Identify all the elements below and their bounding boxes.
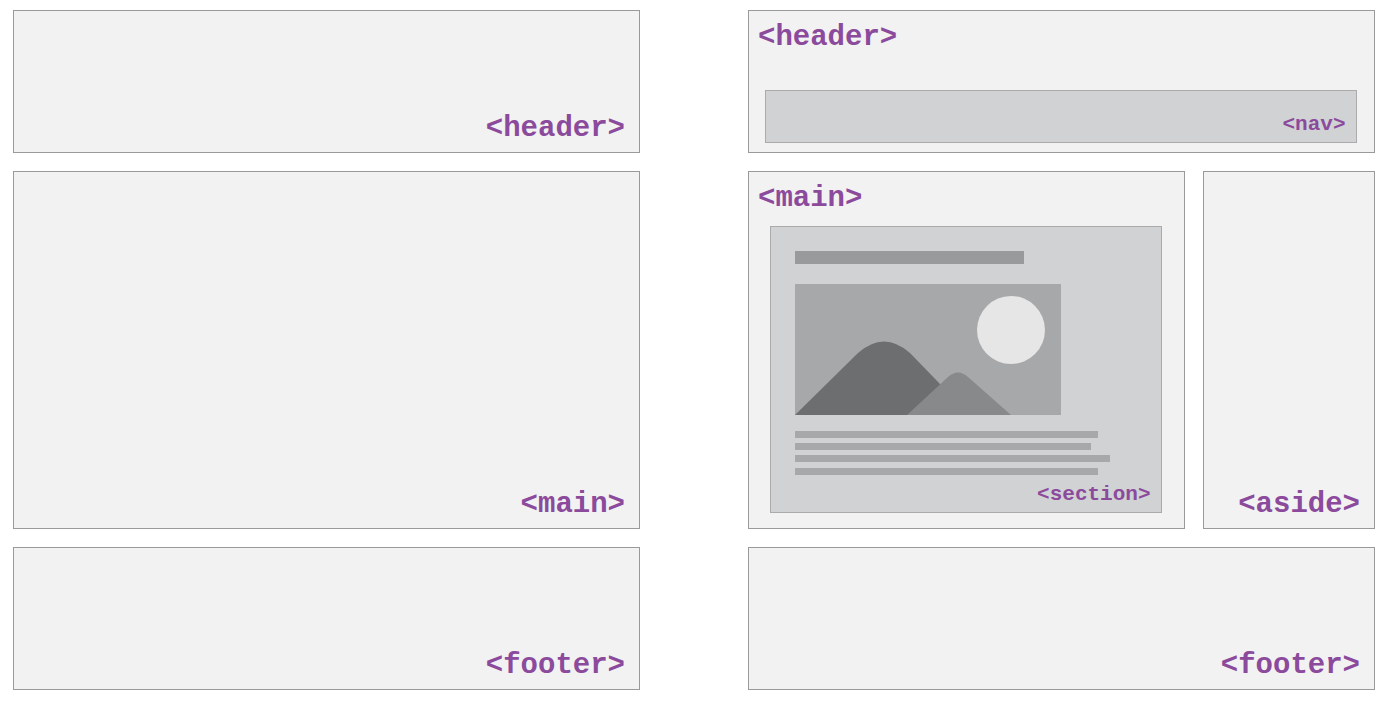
tag-label: <aside> — [1238, 490, 1360, 519]
header-box: <header> <nav> — [748, 10, 1375, 153]
tag-label: <header> — [486, 114, 625, 143]
footer-box: <footer> — [13, 547, 640, 690]
aside-box: <aside> — [1203, 171, 1375, 529]
tag-label: <nav> — [1282, 114, 1345, 135]
tag-label: <header> — [758, 23, 897, 52]
nav-box: <nav> — [765, 90, 1357, 143]
tag-label: <footer> — [486, 651, 625, 680]
main-box: <main> — [13, 171, 640, 529]
tag-label: <footer> — [1221, 651, 1360, 680]
main-box: <main> <section> — [748, 171, 1185, 529]
section-box: <section> — [770, 226, 1162, 513]
tag-label: <section> — [1037, 484, 1150, 505]
tag-label: <main> — [758, 184, 862, 213]
footer-box: <footer> — [748, 547, 1375, 690]
tag-label: <main> — [521, 490, 625, 519]
header-box: <header> — [13, 10, 640, 153]
